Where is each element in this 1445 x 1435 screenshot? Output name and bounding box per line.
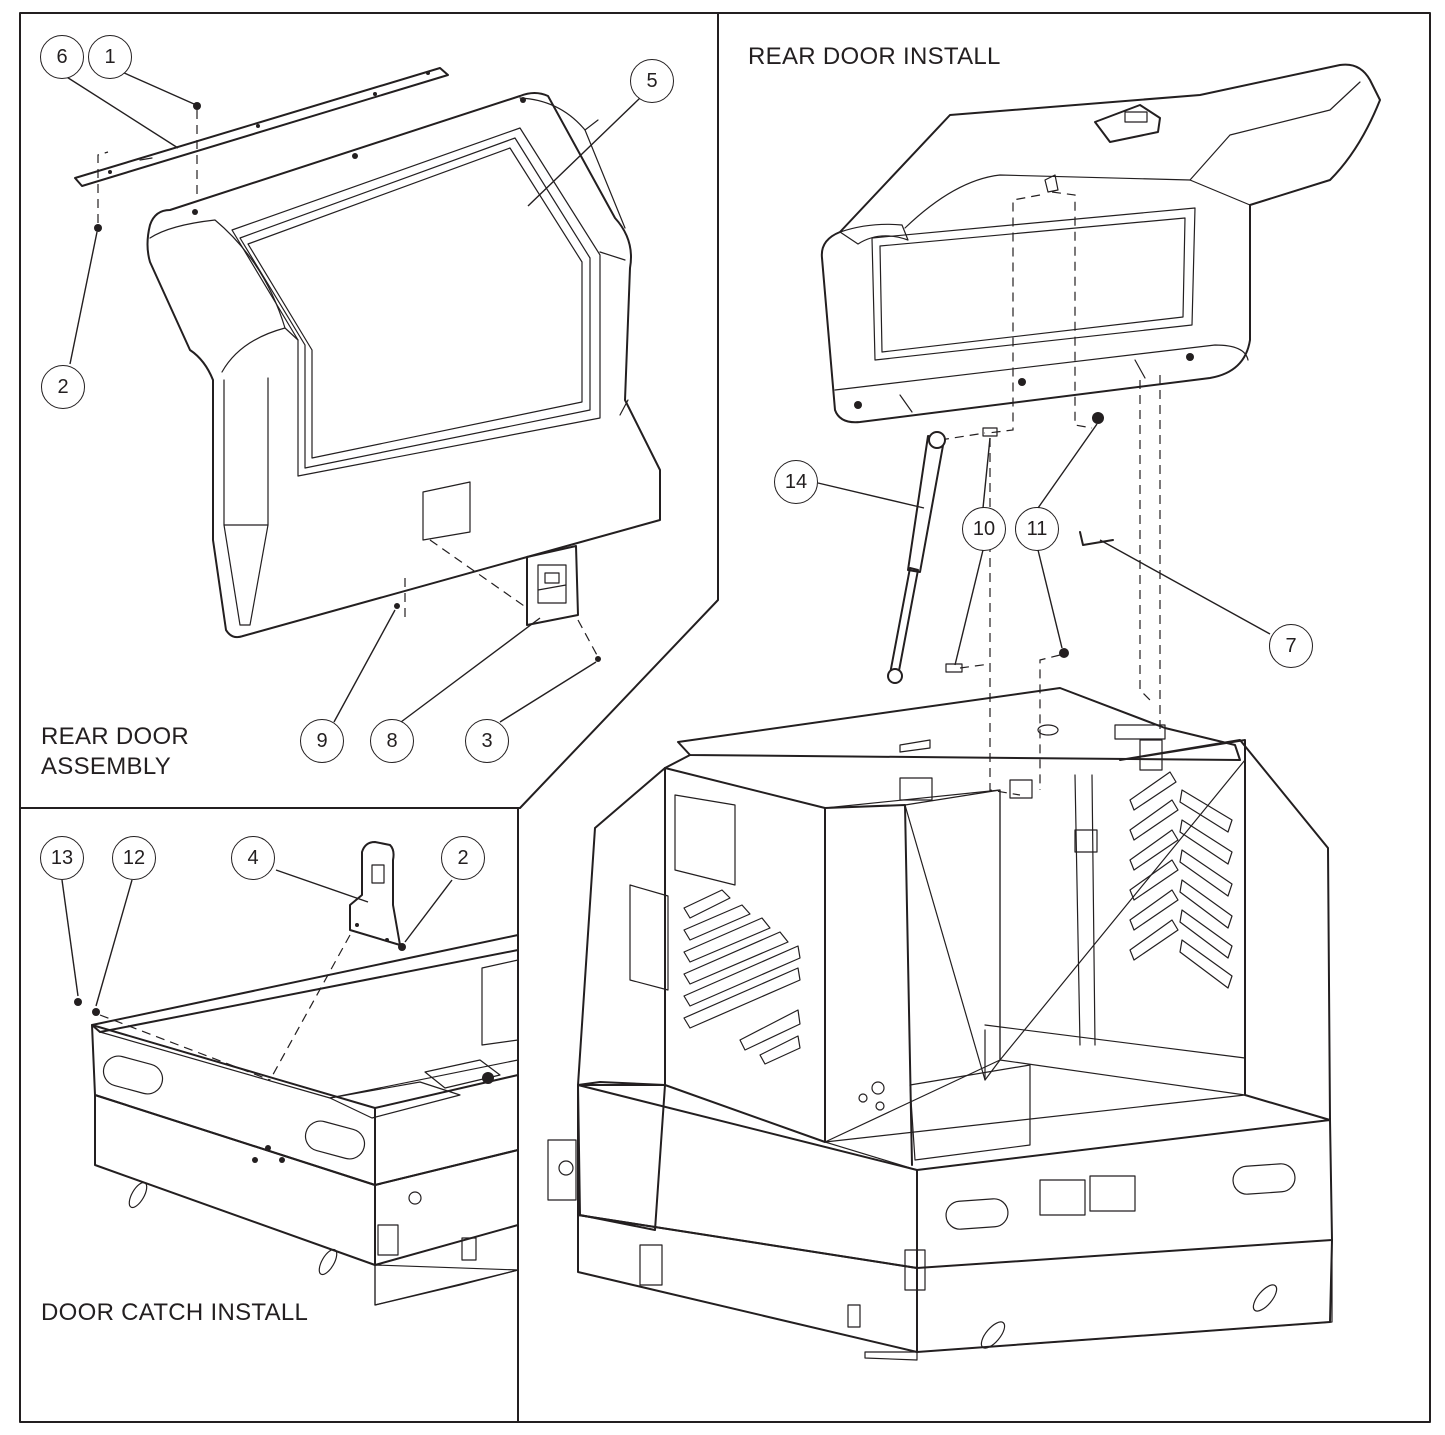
panel-borders (19, 12, 1431, 1423)
callout-11: 11 (1015, 507, 1059, 551)
callout-2-catch: 2 (441, 836, 485, 880)
enclosure-body (547, 687, 1333, 1361)
callout-4: 4 (231, 836, 275, 880)
latch-part-8 (526, 545, 579, 626)
rear-door-install-title: REAR DOOR INSTALL (748, 43, 1001, 70)
installed-door (820, 63, 1381, 424)
callout-9: 9 (300, 719, 344, 763)
rear-door-assembly-drawing (61, 67, 661, 723)
rear-door-part-5 (146, 92, 661, 639)
callout-7: 7 (1269, 624, 1313, 668)
callout-5: 5 (630, 59, 674, 103)
callout-10: 10 (962, 507, 1006, 551)
pin-part-7 (1079, 531, 1114, 546)
rear-door-assembly-title-line2: ASSEMBLY (41, 753, 172, 780)
rear-door-install-drawing (547, 63, 1381, 1361)
callout-13: 13 (40, 836, 84, 880)
rear-door-assembly-title-line1: REAR DOOR (41, 723, 190, 750)
gas-strut-part-14 (887, 431, 946, 684)
bolt-part-10 (982, 427, 998, 437)
door-catch-install-title: DOOR CATCH INSTALL (41, 1299, 309, 1326)
callout-3: 3 (465, 719, 509, 763)
hinge-strip-part-6 (74, 67, 449, 187)
catch-bracket-part-4 (349, 841, 401, 946)
catch-frame (91, 934, 519, 1306)
nut-part-11 (1092, 412, 1104, 424)
callout-14: 14 (774, 460, 818, 504)
door-catch-install-drawing (61, 841, 519, 1306)
callout-12: 12 (112, 836, 156, 880)
nut-2 (94, 224, 102, 232)
callout-8: 8 (370, 719, 414, 763)
callout-1: 1 (88, 35, 132, 79)
callout-6: 6 (40, 35, 84, 79)
rear-door-assembly-title: REAR DOOR ASSEMBLY (41, 722, 189, 782)
screw-1 (193, 102, 201, 110)
callout-2: 2 (41, 365, 85, 409)
